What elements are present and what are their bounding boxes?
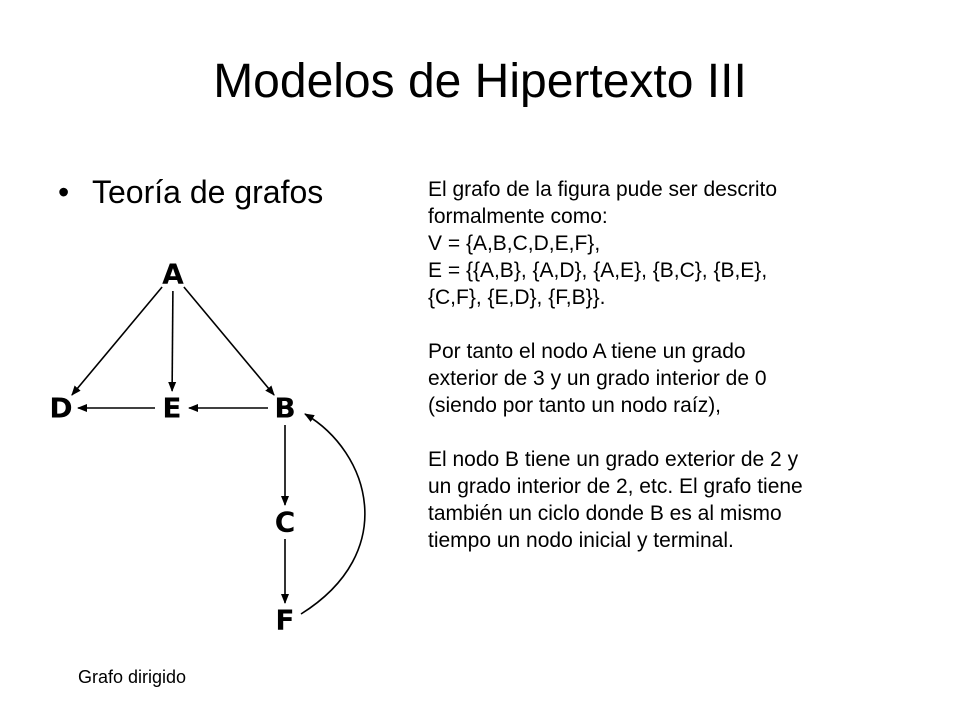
- bullet-dot: •: [58, 174, 70, 210]
- edge-a-d: [71, 286, 163, 396]
- description-line: {C,F}, {E,D}, {F,B}}.: [428, 286, 606, 309]
- node-b: B: [274, 392, 295, 425]
- description-line: un grado interior de 2, etc. El grafo ti…: [428, 475, 803, 498]
- directed-graph: A B C D E F: [49, 258, 366, 637]
- slide-title: Modelos de Hipertexto III: [213, 55, 747, 108]
- edge-a-e: [168, 290, 177, 392]
- graph-description: El grafo de la figura pude ser descrito …: [428, 176, 928, 581]
- description-line: El nodo B tiene un grado exterior de 2 y: [428, 448, 799, 471]
- description-paragraph-3: El nodo B tiene un grado exterior de 2 y…: [428, 446, 928, 554]
- bullet-text: Teoría de grafos: [92, 174, 324, 210]
- node-e: E: [162, 392, 181, 425]
- edge-a-b: [183, 286, 275, 396]
- description-line: (siendo por tanto un nodo raíz),: [428, 394, 722, 417]
- bullet-item: • Teoría de grafos: [58, 172, 323, 212]
- description-line: El grafo de la figura pude ser descrito: [428, 178, 778, 201]
- description-line: formalmente como:: [428, 205, 608, 228]
- graph-nodes: A B C D E F: [49, 258, 295, 637]
- edge-f-b: [300, 413, 366, 615]
- node-d: D: [49, 392, 72, 425]
- description-line: Por tanto el nodo A tiene un grado: [428, 340, 746, 363]
- description-line: V = {A,B,C,D,E,F},: [428, 232, 601, 255]
- figure-caption: Grafo dirigido: [78, 667, 187, 687]
- description-line: tiempo un nodo inicial y terminal.: [428, 529, 734, 552]
- node-a: A: [162, 258, 184, 291]
- description-line: exterior de 3 y un grado interior de 0: [428, 367, 767, 390]
- node-c: C: [275, 506, 296, 539]
- description-paragraph-1: El grafo de la figura pude ser descrito …: [428, 176, 928, 311]
- description-paragraph-2: Por tanto el nodo A tiene un grado exter…: [428, 338, 928, 419]
- graph-edges: [71, 286, 366, 615]
- description-line: E = {{A,B}, {A,D}, {A,E}, {B,C}, {B,E},: [428, 259, 768, 282]
- description-line: también un ciclo donde B es al mismo: [428, 502, 782, 525]
- node-f: F: [275, 604, 294, 637]
